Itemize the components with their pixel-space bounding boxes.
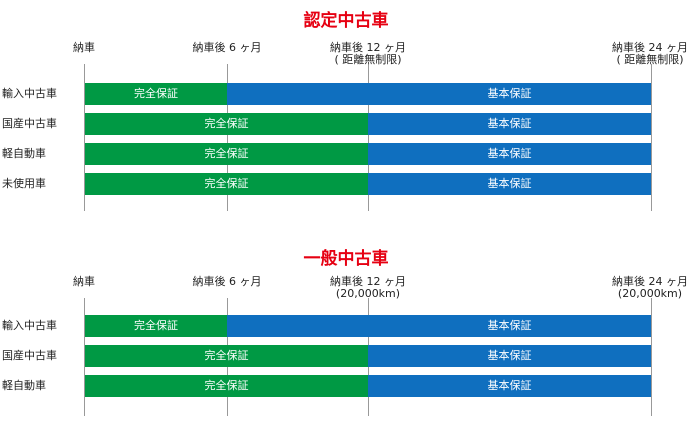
row-label: 国産中古車: [2, 117, 57, 130]
milestone-line: [368, 64, 369, 211]
row-label: 軽自動車: [2, 379, 46, 392]
milestone-label: 納車: [24, 42, 144, 54]
milestone-label-line2: ( 距離無制限): [334, 53, 402, 66]
basic-warranty-bar: 基本保証: [368, 345, 651, 367]
basic-warranty-label: 基本保証: [487, 117, 532, 130]
basic-warranty-label: 基本保証: [487, 177, 532, 190]
basic-warranty-bar: 基本保証: [368, 143, 651, 165]
milestone-label-line1: 納車後 24 ヶ月: [612, 275, 688, 288]
basic-warranty-label: 基本保証: [487, 87, 532, 100]
milestone-label: 納車後 6 ヶ月: [167, 42, 287, 54]
row-label: 未使用車: [2, 177, 46, 190]
section-title: 認定中古車: [303, 11, 389, 31]
full-warranty-bar: 完全保証: [85, 315, 227, 337]
milestone-line: [651, 64, 652, 211]
section-title: 一般中古車: [303, 249, 389, 269]
row-label: 輸入中古車: [2, 319, 57, 332]
milestone-label: 納車後 24 ヶ月( 距離無制限): [590, 42, 692, 66]
milestone-line: [84, 298, 85, 416]
basic-warranty-label: 基本保証: [487, 349, 532, 362]
milestone-label: 納車後 12 ヶ月(20,000km): [308, 276, 428, 300]
milestone-label-line1: 納車後 6 ヶ月: [192, 275, 262, 288]
milestone-line: [227, 64, 228, 211]
milestone-label-line1: 納車: [73, 41, 95, 54]
milestone-line: [651, 298, 652, 416]
full-warranty-bar: 完全保証: [85, 113, 368, 135]
basic-warranty-bar: 基本保証: [368, 173, 651, 195]
basic-warranty-label: 基本保証: [487, 379, 532, 392]
row-label: 軽自動車: [2, 147, 46, 160]
full-warranty-bar: 完全保証: [85, 83, 227, 105]
basic-warranty-label: 基本保証: [487, 319, 532, 332]
basic-warranty-label: 基本保証: [487, 147, 532, 160]
milestone-label-line1: 納車後 24 ヶ月: [612, 41, 688, 54]
row-label: 国産中古車: [2, 349, 57, 362]
basic-warranty-bar: 基本保証: [368, 375, 651, 397]
row-label: 輸入中古車: [2, 87, 57, 100]
basic-warranty-bar: 基本保証: [227, 315, 651, 337]
milestone-label-line1: 納車後 12 ヶ月: [330, 275, 406, 288]
basic-warranty-bar: 基本保証: [368, 113, 651, 135]
milestone-label: 納車後 6 ヶ月: [167, 276, 287, 288]
milestone-label: 納車後 12 ヶ月( 距離無制限): [308, 42, 428, 66]
basic-warranty-bar: 基本保証: [227, 83, 651, 105]
milestone-label-line2: (20,000km): [617, 287, 683, 300]
milestone-label-line1: 納車後 12 ヶ月: [330, 41, 406, 54]
full-warranty-bar: 完全保証: [85, 173, 368, 195]
milestone-label-line1: 納車後 6 ヶ月: [192, 41, 262, 54]
milestone-label-line2: (20,000km): [335, 287, 401, 300]
full-warranty-bar: 完全保証: [85, 143, 368, 165]
milestone-label: 納車後 24 ヶ月(20,000km): [590, 276, 692, 300]
milestone-label-line1: 納車: [73, 275, 95, 288]
milestone-label-line2: ( 距離無制限): [616, 53, 684, 66]
full-warranty-bar: 完全保証: [85, 345, 368, 367]
milestone-line: [84, 64, 85, 211]
milestone-label: 納車: [24, 276, 144, 288]
full-warranty-bar: 完全保証: [85, 375, 368, 397]
